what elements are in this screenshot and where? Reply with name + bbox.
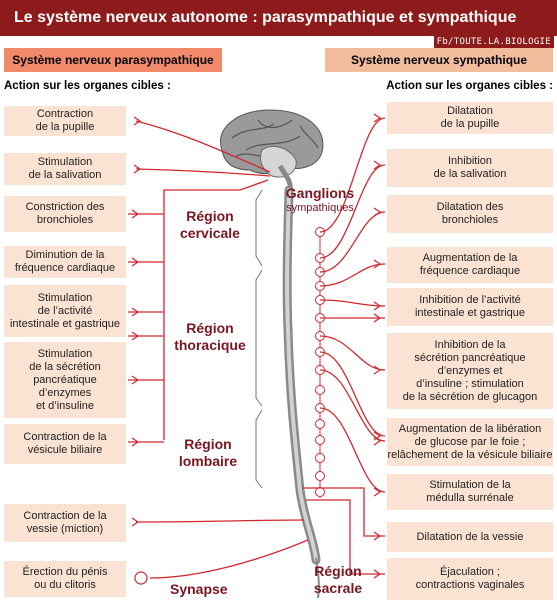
sympathetic-nerve <box>319 299 386 307</box>
synapse-marker <box>131 307 140 317</box>
synapse-marker <box>131 209 140 219</box>
page-title: Le système nerveux autonome : parasympat… <box>14 9 517 26</box>
parasympathetic-subheader: Action sur les organes cibles : <box>4 80 171 92</box>
synapse-marker <box>373 436 382 446</box>
credit-tag: Fb/TOUTE.LA.BIOLOGIE <box>433 36 554 48</box>
ganglion-node <box>315 471 325 481</box>
parasympathetic-effect-box: Contraction de la vésicule biliaire <box>4 424 126 464</box>
nerve-pupil <box>135 120 271 173</box>
ganglion-node <box>315 435 325 445</box>
synapse-marker <box>373 301 382 311</box>
ganglion-node <box>315 385 325 395</box>
synapse-marker <box>373 313 382 323</box>
synapse-marker <box>373 365 382 375</box>
synapse-marker <box>373 569 382 579</box>
nerve-genital <box>149 539 309 579</box>
sympathetic-effect-box: Inhibition de l’activité intestinale et … <box>387 288 553 326</box>
sympathetic-effect-box: Inhibition de la salivation <box>387 149 553 187</box>
sympathetic-nerve <box>319 369 386 442</box>
sympathetic-effect-box: Éjaculation ; contractions vaginales <box>387 558 553 600</box>
parasympathetic-effect-box: Stimulation de la sécrétion pancréatique… <box>4 342 126 418</box>
brain-illustration <box>220 109 324 193</box>
ganglion-node <box>315 487 325 497</box>
sympathetic-nerve <box>319 407 386 493</box>
sympathetic-effect-box: Stimulation de la médulla surrénale <box>387 474 553 510</box>
ganglions-subtitle: sympathiques <box>286 202 354 214</box>
ganglion-node <box>315 453 325 463</box>
synapse-marker <box>373 160 382 170</box>
sympathetic-nerve <box>319 335 386 371</box>
region-lumbar-label: Région lombaire <box>178 436 238 469</box>
synapse-marker <box>131 331 140 341</box>
sympathetic-chain <box>315 227 325 498</box>
ganglions-title: Ganglions <box>285 185 355 201</box>
parasympathetic-effect-box: Stimulation de l’activité intestinale et… <box>4 285 126 337</box>
sympathetic-effect-box: Dilatation de la pupille <box>387 102 553 134</box>
synapse-marker <box>373 259 382 269</box>
sympathetic-effect-box: Augmentation de la libération de glucose… <box>387 418 553 466</box>
synapse-marker <box>133 116 142 126</box>
synapse-markers <box>131 113 382 585</box>
region-cervical-label: Région cervicale <box>180 208 240 241</box>
synapse-label: Synapse <box>170 581 228 597</box>
parasympathetic-effect-box: Contraction de la vessie (miction) <box>4 504 126 542</box>
synapse-circle <box>134 571 148 585</box>
nerve-bladder <box>135 519 305 523</box>
sympathetic-effect-box: Augmentation de la fréquence cardiaque <box>387 247 553 283</box>
ganglions-label: Ganglions sympathiques <box>270 186 370 216</box>
synapse-marker <box>131 437 140 447</box>
sympathetic-header: Système nerveux sympathique <box>325 48 553 72</box>
sympathetic-subheader: Action sur les organes cibles : <box>386 80 553 92</box>
sympathetic-nerve <box>319 164 386 259</box>
parasympathetic-effect-box: Stimulation de la salivation <box>4 153 126 185</box>
region-sacral-label: Région sacrale <box>313 563 363 596</box>
parasympathetic-header: Système nerveux parasympathique <box>4 48 222 72</box>
synapse-marker <box>373 207 382 217</box>
vagus-nerve <box>163 179 269 440</box>
nerve-fibers <box>128 117 386 579</box>
synapse-marker <box>131 517 140 527</box>
nerve-salivation <box>135 168 271 177</box>
ganglion-node <box>315 419 325 429</box>
sympathetic-effect-box: Inhibition de la sécrétion pancréatique … <box>387 333 553 409</box>
parasympathetic-effect-box: Constriction des bronchioles <box>4 196 126 232</box>
title-bar: Le système nerveux autonome : parasympat… <box>0 0 557 36</box>
synapse-marker <box>373 531 382 541</box>
spinal-cord <box>282 185 321 599</box>
synapse-marker <box>133 164 142 174</box>
parasympathetic-effect-box: Érection du pénis ou du clitoris <box>4 561 126 597</box>
parasympathetic-effect-box: Diminution de la fréquence cardiaque <box>4 246 126 278</box>
synapse-marker <box>373 113 382 123</box>
parasympathetic-effect-box: Contraction de la pupille <box>4 106 126 136</box>
sympathetic-effect-box: Dilatation des bronchioles <box>387 195 553 233</box>
sympathetic-effect-box: Dilatation de la vessie <box>387 522 553 552</box>
nerve-bladder-symp <box>302 487 385 537</box>
nerve-ejaculation <box>306 499 385 575</box>
synapse-marker <box>131 375 140 385</box>
sympathetic-nerve <box>319 351 386 437</box>
synapse-marker <box>373 487 382 497</box>
sympathetic-nerve <box>319 211 386 273</box>
synapse-marker <box>131 257 140 267</box>
region-thoracic-label: Région thoracique <box>174 320 246 353</box>
sympathetic-nerve <box>319 117 386 233</box>
region-brackets <box>255 189 263 489</box>
